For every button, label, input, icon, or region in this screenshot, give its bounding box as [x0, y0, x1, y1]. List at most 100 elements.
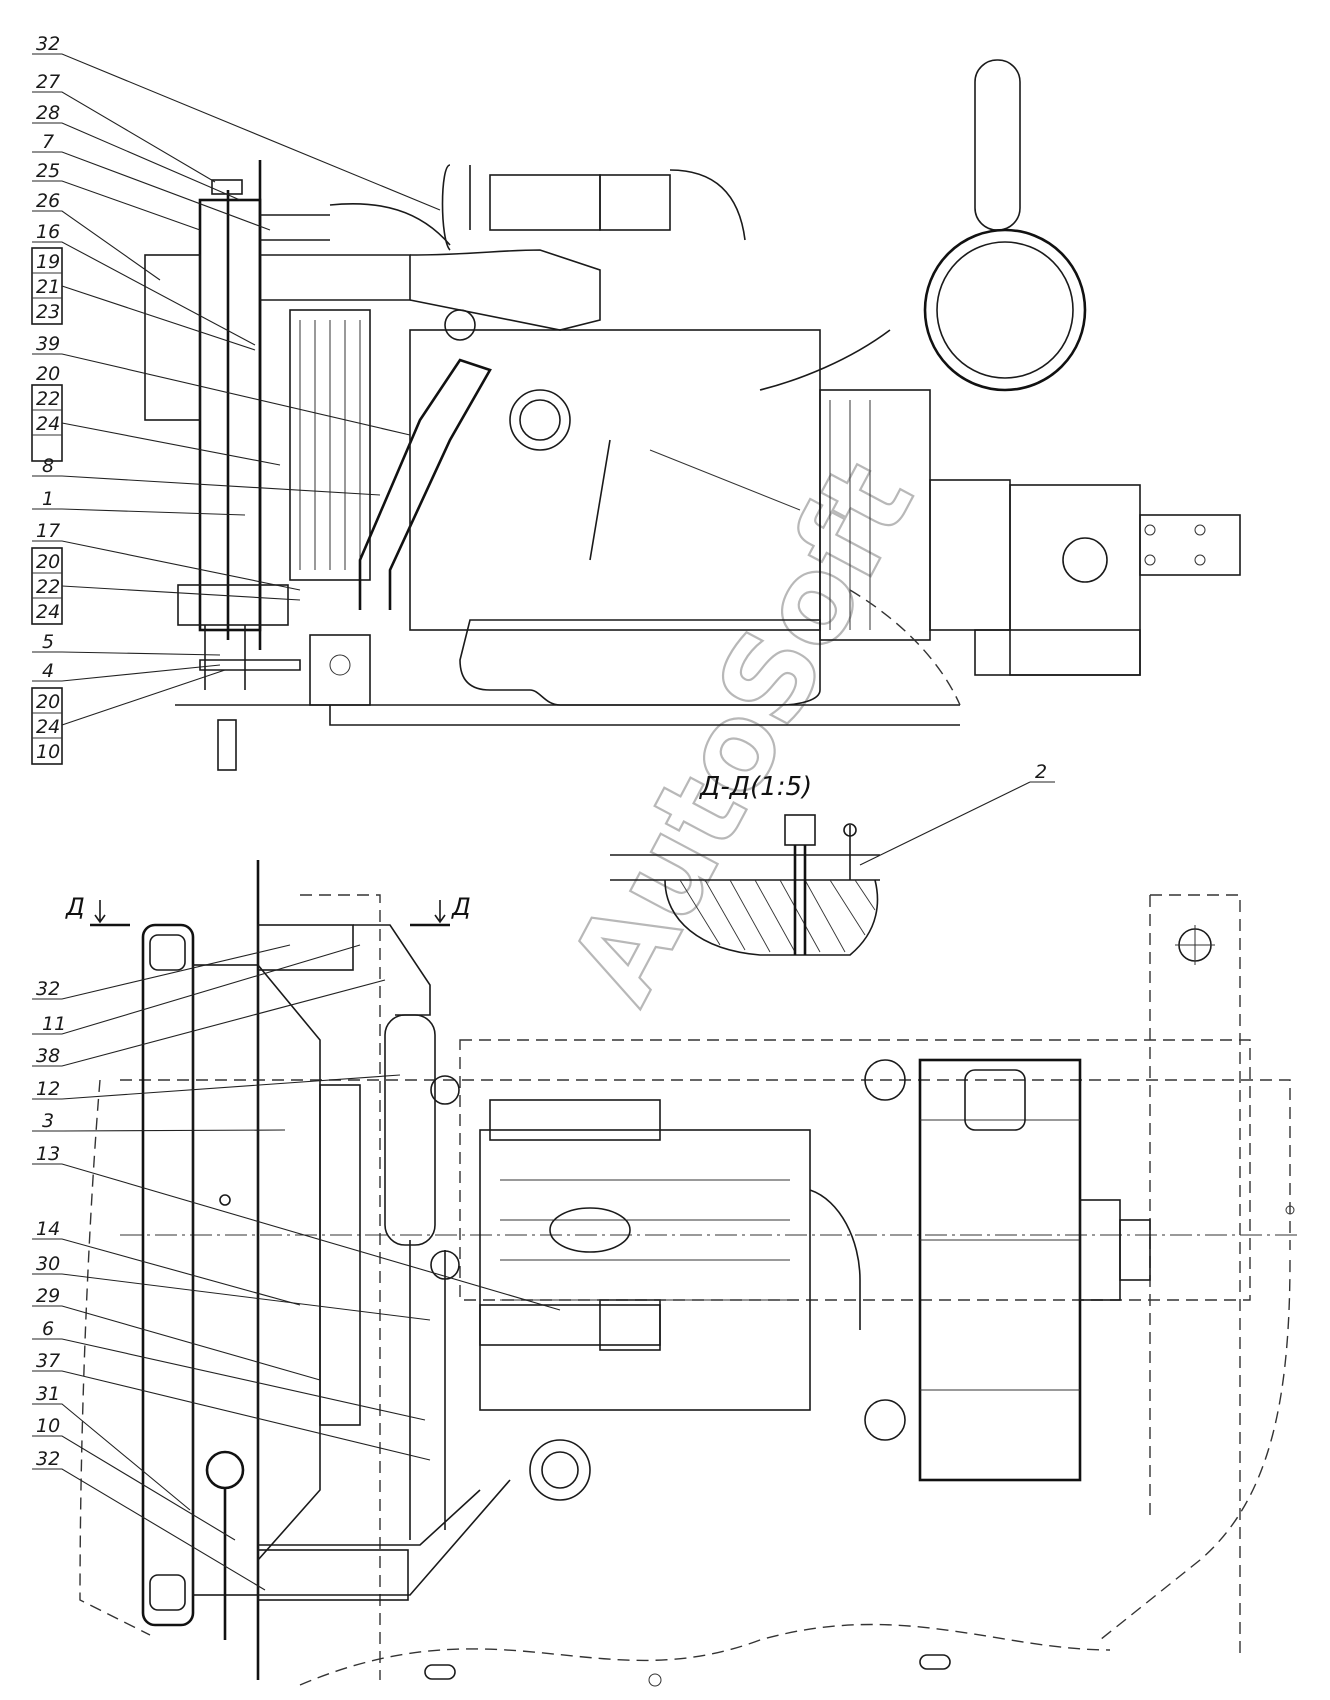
front-mount	[309, 634, 371, 706]
leader-plan-10	[32, 1435, 236, 1541]
output-shaft	[1139, 514, 1241, 576]
valve-cover-ribs	[500, 1179, 790, 1301]
leader-plan-31	[32, 1403, 191, 1511]
leader-17	[32, 540, 301, 591]
leader-plan-12	[32, 1074, 401, 1100]
side-view-callouts: 32 27 28 7 25 26 16 19 21 23 39 20 22 24…	[31, 33, 441, 765]
leader-4	[32, 664, 221, 682]
frame-rail-left	[300, 894, 381, 1680]
leader-8	[32, 475, 381, 496]
air-cleaner-inner	[936, 241, 1074, 379]
air-cleaner	[923, 228, 1087, 392]
callout: 7	[42, 131, 54, 153]
leader-plan-11	[32, 944, 361, 1035]
mount-legs	[204, 625, 246, 690]
radiator-bottom-cap	[149, 1574, 186, 1611]
air-box-curve	[669, 169, 746, 241]
charge-air-cooler	[289, 309, 371, 581]
leader-20-24a	[61, 422, 281, 466]
lower-hose-plan-outer	[258, 1479, 511, 1596]
output-flange-plan	[1119, 1219, 1151, 1281]
frame-hole-cross	[1175, 925, 1215, 965]
callout: 32	[36, 33, 60, 55]
callout: 21	[36, 276, 60, 298]
gearbox-stub-plan	[1079, 1199, 1121, 1301]
callout-box-dividers	[32, 572, 62, 599]
callout: 6	[42, 1318, 54, 1340]
callout-box	[31, 687, 63, 765]
callout: 22	[36, 388, 60, 410]
callout: 12	[36, 1078, 60, 1100]
bell-housing-bands	[920, 1119, 1080, 1391]
leader-plan-38	[32, 979, 386, 1067]
air-cleaner-hose	[759, 329, 891, 391]
callout: 32	[36, 978, 60, 1000]
leader-19-23	[61, 285, 256, 351]
cooler-side-taper	[257, 964, 321, 1561]
hood-outline-top	[120, 1079, 1291, 1250]
callout: 27	[36, 71, 60, 93]
vertical-charge-pipe-plan	[384, 1014, 436, 1246]
leader-28	[32, 122, 241, 201]
callout: 24	[36, 601, 60, 623]
hood-outline-right	[1099, 1259, 1291, 1641]
bell-housing-plan	[918, 1058, 1082, 1482]
housing-ribs	[829, 400, 871, 630]
callout-box-dividers	[32, 409, 62, 436]
base-rail	[329, 705, 960, 726]
fuel-rail-plan	[489, 1099, 661, 1141]
upper-pipe-plan	[257, 924, 354, 971]
adapter-plate	[929, 479, 1011, 631]
mount-pin	[217, 719, 237, 771]
turbo-outlet-inner	[519, 399, 561, 441]
frame-slot-left	[424, 1664, 456, 1680]
shaft-bolt	[1194, 524, 1206, 536]
section-d-d: Д-Д(1:5) 2	[610, 761, 1055, 956]
leader-25	[32, 180, 201, 231]
callout: 4	[42, 660, 54, 682]
cut-mark-left: Д	[65, 893, 85, 921]
callout-box-dividers	[32, 712, 62, 739]
watermark: AutoSoft	[542, 439, 941, 1024]
turbo-plan-inner	[541, 1451, 579, 1489]
section-bolt-head	[784, 814, 816, 846]
leader-plan-32b	[32, 1468, 266, 1591]
callout: 3	[42, 1110, 54, 1132]
turbo-flange-plan	[430, 1075, 460, 1105]
watermark-text: AutoSoft	[543, 440, 940, 1023]
wire-harness	[589, 439, 611, 561]
leader-16	[32, 241, 256, 346]
lower-hose-plan	[258, 1489, 481, 1546]
callout: 17	[36, 520, 60, 542]
radiator-core	[198, 198, 262, 632]
callout: 26	[36, 190, 60, 212]
upper-pipe-elbow-plan	[353, 924, 431, 1016]
callout: 28	[36, 102, 60, 124]
leader-plan-13	[32, 1163, 561, 1311]
housing-inspection-cover	[964, 1069, 1026, 1131]
callout-box-dividers	[32, 272, 62, 299]
leader-5	[32, 651, 221, 656]
shaft-bolt	[1194, 554, 1206, 566]
leader-plan-32a	[32, 944, 291, 1000]
upper-hose	[260, 254, 411, 301]
leader-32	[32, 53, 441, 211]
leader-plan-6	[32, 1338, 426, 1421]
intake-hose-sleeve	[489, 174, 601, 231]
callout: 31	[36, 1383, 60, 1405]
leader-27	[32, 91, 216, 183]
plan-view: Д Д	[65, 860, 1300, 1687]
mount-bushing-plan-bottom	[864, 1399, 906, 1441]
frame-slot-right	[919, 1654, 951, 1670]
fan-shroud	[144, 254, 201, 421]
lower-pipe-sleeve-plan	[257, 1549, 409, 1601]
leader-7	[32, 151, 271, 231]
callout: 20	[36, 363, 60, 385]
cooler-core-plan	[319, 1084, 361, 1426]
leader-39	[32, 353, 411, 436]
return-pipe-plan	[409, 1240, 446, 1540]
callout: 2	[1035, 761, 1047, 783]
intake-clamp-block	[599, 174, 671, 231]
callout: 25	[36, 160, 60, 182]
leader-1	[32, 508, 246, 516]
